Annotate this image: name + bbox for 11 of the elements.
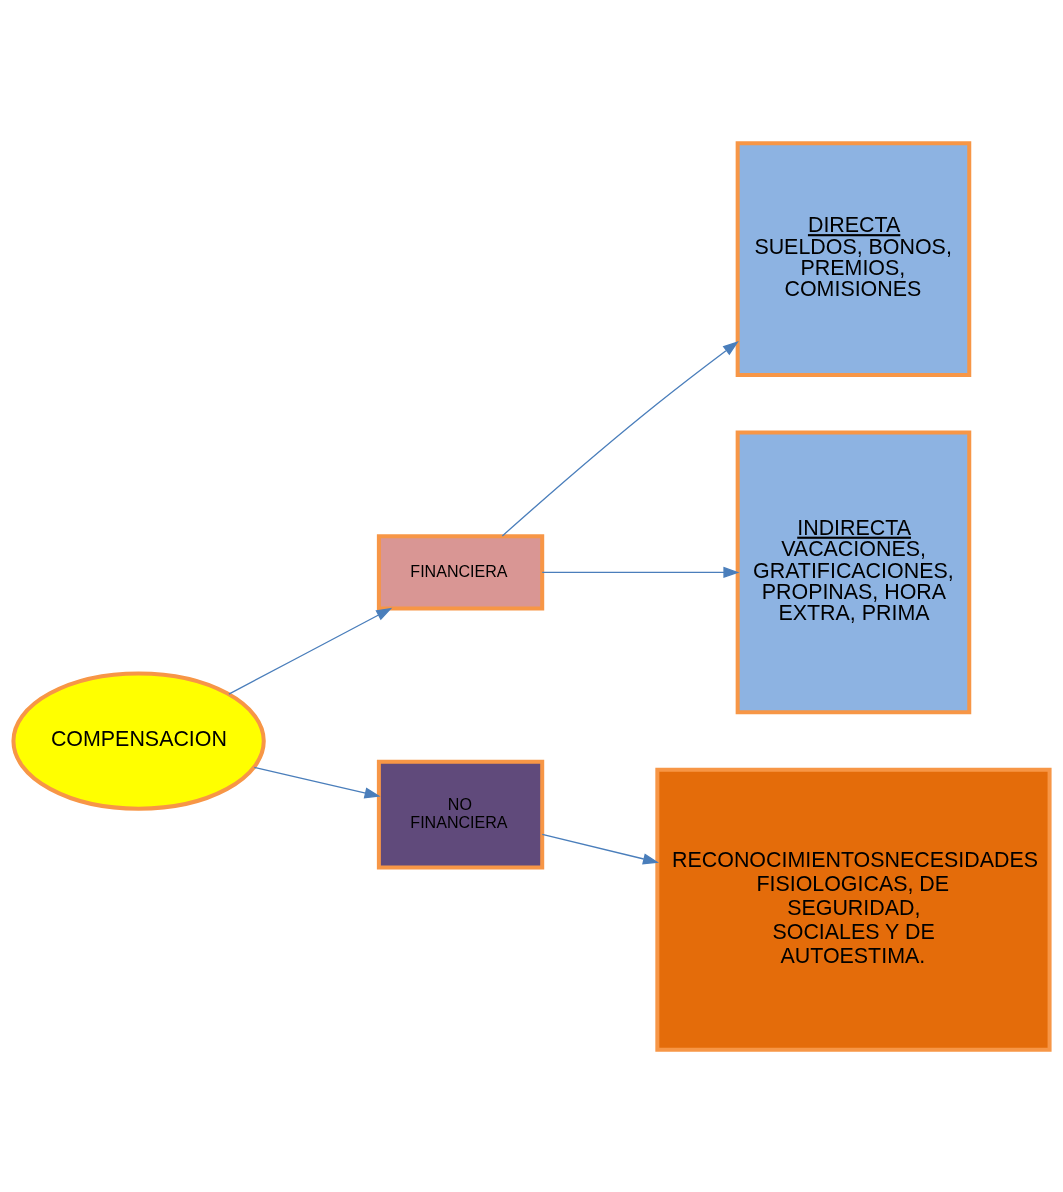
node-box: NO FINANCIERA: [376, 759, 545, 870]
arrow: [228, 607, 393, 695]
arrow: [501, 340, 739, 537]
node-box: FINANCIERA: [376, 533, 545, 611]
node-box: RECONOCIMIENTOSNECESIDADES FISIOLOGICAS, DE SEGURIDAD, SOCIALES Y DE AUTOESTIMA.: [655, 767, 1052, 1052]
arrow: [541, 566, 740, 578]
node-box: DIRECTA SUELDOS, BONOS, PREMIOS, COMISIONES: [735, 140, 972, 377]
node-ellipse: COMPENSACION: [11, 670, 266, 811]
arrow: [541, 833, 660, 864]
arrow: [253, 766, 381, 798]
node-box: INDIRECTA VACACIONES, GRATIFICACIONES, PROPINAS, HORA EXTRA, PRIMA: [735, 430, 972, 714]
